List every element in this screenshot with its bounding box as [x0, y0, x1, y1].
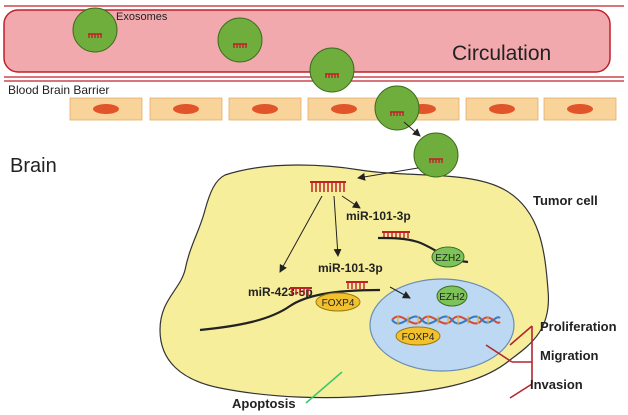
apoptosis-label: Apoptosis	[232, 396, 296, 411]
bbb-label: Blood Brain Barrier	[8, 83, 109, 97]
endothelial-cell	[149, 97, 223, 121]
ezh2-cyto-label: EZH2	[435, 253, 461, 264]
foxp4-nuc-protein: FOXP4	[395, 326, 441, 346]
exosome	[217, 17, 263, 63]
exosomes-label: Exosomes	[116, 11, 168, 23]
proliferation-label: Proliferation	[540, 319, 617, 334]
mirna-cluster	[310, 181, 346, 192]
outcome-bracket	[485, 325, 533, 399]
ezh2-cyto-protein: EZH2	[431, 246, 465, 268]
exosome	[413, 132, 459, 178]
ezh2-nuc-label: EZH2	[439, 292, 465, 303]
blood-vessel	[3, 9, 611, 73]
exosome	[374, 85, 420, 131]
foxp4-mrna	[199, 281, 381, 332]
brain-label: Brain	[10, 155, 57, 177]
arrow-to-nucleus	[389, 286, 411, 299]
mir101-mid-label: miR-101-3p	[318, 261, 383, 275]
dna-helix	[391, 315, 501, 325]
foxp4-nuc-label: FOXP4	[402, 332, 435, 343]
endothelial-cell	[307, 97, 381, 121]
endothelial-cell	[228, 97, 302, 121]
foxp4-cyto-label: FOXP4	[322, 298, 355, 309]
arrow-to-mirna-cluster	[357, 167, 419, 181]
endothelial-cells	[69, 97, 617, 121]
endothelial-cell	[543, 97, 617, 121]
arrow-exosome-enter	[403, 121, 421, 137]
arrow-to-mir423	[279, 195, 323, 273]
foxp4-cyto-protein: FOXP4	[315, 292, 361, 312]
exosome	[72, 7, 118, 53]
tumor-cell-label: Tumor cell	[533, 193, 598, 208]
invasion-label: Invasion	[530, 377, 583, 392]
endothelial-cell	[69, 97, 143, 121]
endothelial-cell	[465, 97, 539, 121]
apoptosis-inhibit-line	[305, 371, 343, 404]
migration-label: Migration	[540, 348, 599, 363]
circulation-label: Circulation	[452, 42, 551, 65]
ezh2-nuc-protein: EZH2	[436, 285, 468, 307]
nucleus	[369, 278, 515, 372]
arrow-to-mir101-mid	[333, 195, 342, 257]
exosome	[309, 47, 355, 93]
arrow-to-mir101-top	[341, 195, 361, 209]
mir101-top-label: miR-101-3p	[346, 209, 411, 223]
